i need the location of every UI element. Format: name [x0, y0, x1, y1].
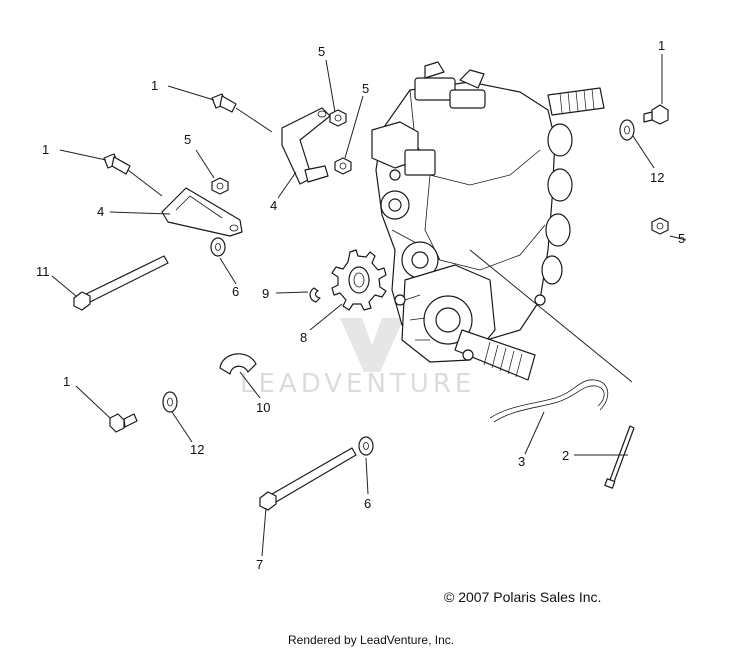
- washer-part-12-lower: [162, 391, 178, 413]
- callout-12-right: 12: [650, 170, 664, 185]
- bolt-part-1-top: [211, 93, 237, 113]
- bolt-part-7: [259, 447, 357, 511]
- callout-1-lower: 1: [63, 374, 70, 389]
- nut-part-5-c: [211, 177, 229, 195]
- callout-11: 11: [36, 264, 50, 279]
- callout-7: 7: [256, 557, 263, 572]
- watermark: LEADVENTURE: [240, 318, 475, 399]
- washer-part-6-upper: [210, 237, 226, 257]
- copyright-text: © 2007 Polaris Sales Inc.: [444, 589, 601, 605]
- sprocket-part-8: [331, 249, 387, 311]
- bolt-part-1-right: [643, 104, 669, 125]
- callout-1-right: 1: [658, 38, 665, 53]
- leader-lines: [51, 54, 687, 557]
- nut-part-5-a: [329, 109, 347, 127]
- bracket-part-4-lower: [161, 187, 243, 237]
- clip-part-9: [309, 287, 321, 303]
- rendered-by-text: Rendered by LeadVenture, Inc.: [288, 633, 454, 647]
- washer-part-6-lower: [358, 436, 374, 456]
- callout-5-a: 5: [318, 44, 325, 59]
- nut-part-5-b: [334, 157, 352, 175]
- washer-part-12-right: [619, 119, 635, 141]
- callout-4-upper: 4: [270, 198, 277, 213]
- callout-2: 2: [562, 448, 569, 463]
- pin-part-2: [604, 425, 635, 489]
- callout-6-lower: 6: [364, 496, 371, 511]
- bolt-part-1-left: [103, 153, 131, 175]
- watermark-logo: [340, 318, 404, 372]
- callout-10: 10: [256, 400, 270, 415]
- callout-1-top: 1: [151, 78, 158, 93]
- transmission-housing: [371, 61, 633, 383]
- callout-3: 3: [518, 454, 525, 469]
- callout-9: 9: [262, 286, 269, 301]
- bracket-part-4-upper: [281, 107, 331, 185]
- callouts: 1 1 1 1 5 5 5 5 4 4 6 6 11 12 12 7 8 9 1…: [36, 38, 685, 572]
- callout-1-left: 1: [42, 142, 49, 157]
- washer-part-10: [219, 353, 257, 375]
- nut-part-5-d: [651, 217, 669, 235]
- callout-5-b: 5: [362, 81, 369, 96]
- callout-5-d: 5: [678, 231, 685, 246]
- callout-4-lower: 4: [97, 204, 104, 219]
- bolt-part-1-lower: [109, 413, 138, 433]
- callout-8: 8: [300, 330, 307, 345]
- callout-6-upper: 6: [232, 284, 239, 299]
- callout-5-c: 5: [184, 132, 191, 147]
- callout-12-lower: 12: [190, 442, 204, 457]
- cable-part-3: [489, 379, 609, 423]
- watermark-text: LEADVENTURE: [240, 369, 475, 399]
- bolt-part-11: [73, 255, 169, 311]
